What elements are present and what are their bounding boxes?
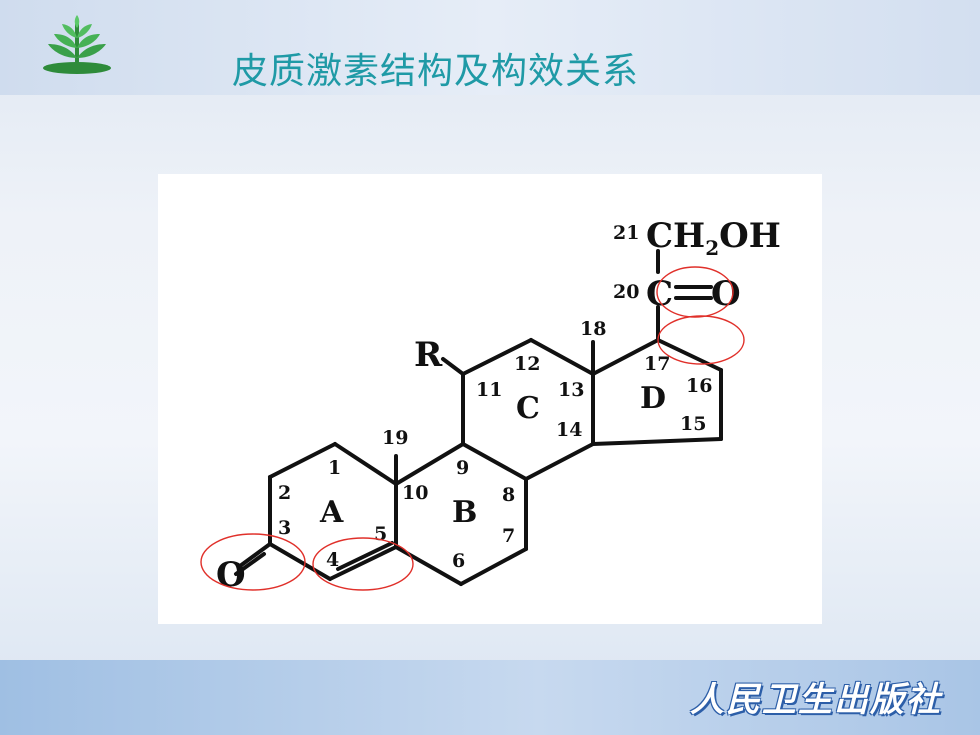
carbon-number-14: 14 <box>556 419 582 441</box>
carbon-number-4: 4 <box>326 549 339 571</box>
footer-band <box>0 660 980 735</box>
ring-a-bonds <box>268 442 398 581</box>
ring-label-b: B <box>452 495 477 530</box>
carbon-number-3: 3 <box>278 517 291 539</box>
header-band <box>0 0 980 95</box>
carbon-number-13: 13 <box>558 379 584 401</box>
carbon-number-5: 5 <box>374 523 387 545</box>
carbon-number-18: 18 <box>580 318 606 340</box>
slide-title: 皮质激素结构及构效关系 <box>232 51 640 92</box>
c3-carbonyl-bond <box>234 542 272 576</box>
carbon-number-1: 1 <box>328 457 341 479</box>
ring-label-d: D <box>640 381 666 416</box>
carbon-number-12: 12 <box>514 353 540 375</box>
carbon-number-6: 6 <box>452 550 465 572</box>
carbon-number-17: 17 <box>644 353 670 375</box>
ring-label-a: A <box>319 495 344 530</box>
c20-carbon-label: C <box>646 274 673 314</box>
carbon-number-16: 16 <box>686 375 712 397</box>
carbon-number-8: 8 <box>502 484 515 506</box>
carbon-number-21: 21 <box>613 222 639 244</box>
ring-c-bonds <box>461 338 595 481</box>
carbon-number-2: 2 <box>278 482 291 504</box>
highlight-c3-carbonyl <box>200 533 306 591</box>
carbon-number-15: 15 <box>680 413 706 435</box>
carbon-number-11: 11 <box>476 379 502 401</box>
c11-r-bond <box>441 357 465 376</box>
highlight-c17 <box>657 315 745 365</box>
c20-carbonyl-bond <box>674 285 713 300</box>
c20-oxygen-label: O <box>711 274 741 314</box>
c3-oxygen-label: O <box>216 555 246 595</box>
carbon-number-9: 9 <box>456 457 469 479</box>
carbon-number-20: 20 <box>613 281 639 303</box>
highlight-c4-c5-double-bond <box>312 537 414 591</box>
ring-label-c: C <box>516 391 540 426</box>
carbon-number-19: 19 <box>382 427 408 449</box>
carbon-number-7: 7 <box>502 525 515 547</box>
ring-d-bonds <box>591 338 723 446</box>
ring-b-bonds <box>394 442 528 586</box>
r-substituent-label: R <box>414 335 443 375</box>
c21-group-label: CH2OH <box>646 216 781 260</box>
carbon-number-10: 10 <box>402 482 428 504</box>
highlight-c20-carbonyl <box>656 266 734 318</box>
steroid-structure-diagram: O R C O CH2OH A B C D 1 2 3 4 5 6 7 8 9 … <box>158 174 822 624</box>
publisher-logo: 人民卫生出版社 <box>690 680 942 720</box>
leaf-logo-icon <box>43 15 111 74</box>
